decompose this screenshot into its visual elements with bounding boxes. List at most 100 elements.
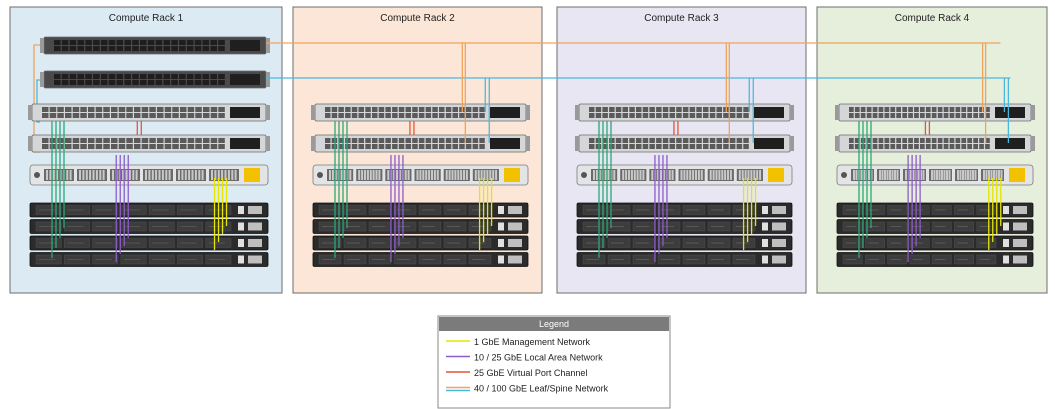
- leaf-switch-2-port-bottom: [465, 144, 472, 149]
- fabric-extender-port: [974, 170, 977, 180]
- legend-title: Legend: [539, 319, 569, 329]
- leaf-switch-1-ear-right: [790, 105, 794, 120]
- leaf-switch-1-port-top: [729, 107, 736, 112]
- leaf-switch-1-port-top: [445, 107, 452, 112]
- server-2-rear-panel: [248, 222, 262, 231]
- leaf-switch-1-ear-left: [835, 105, 839, 120]
- leaf-switch-2-port-top: [187, 138, 195, 143]
- leaf-switch-2-port-top: [210, 138, 218, 143]
- fabric-extender-port: [683, 170, 686, 180]
- fabric-extender-port: [692, 170, 695, 180]
- fabric-extender-port: [465, 170, 468, 180]
- leaf-switch-2-port-top: [602, 138, 608, 143]
- spine-switch-1-port-top: [186, 40, 194, 45]
- leaf-switch-2-port-top: [345, 138, 351, 143]
- legend-box: [437, 315, 671, 409]
- leaf-switch-1-port-top: [134, 107, 141, 112]
- fabric-extender: [29, 164, 269, 186]
- leaf-switch-2-port-top: [589, 138, 595, 143]
- spine-switch-2-ear-right: [266, 72, 270, 87]
- leaf-switch-2-port-top: [405, 138, 411, 143]
- fabric-extender-port: [234, 170, 237, 180]
- leaf-switch-1-port-bottom: [615, 113, 622, 118]
- leaf-switch-2-port-bottom: [210, 144, 218, 149]
- leaf-switch-1-port-bottom: [896, 113, 901, 118]
- leaf-switch-2-port-bottom: [920, 144, 925, 149]
- leaf-switch-2-port-top: [949, 138, 955, 143]
- fabric-extender-led: [34, 172, 40, 178]
- leaf-switch-2-port-bottom: [854, 144, 860, 149]
- spine-switch-2-port-bottom: [54, 80, 61, 85]
- leaf-switch-1-port-top: [210, 107, 218, 112]
- spine-switch-1-port-bottom: [77, 46, 85, 51]
- leaf-switch-2-uplink-block: [754, 138, 784, 149]
- fabric-extender-port: [457, 170, 460, 180]
- spine-switch-1-port-top: [155, 40, 163, 45]
- leaf-switch-1-port-top: [452, 107, 458, 112]
- fabric-extender-port: [651, 170, 654, 180]
- leaf-switch-1-port-top: [203, 107, 210, 112]
- leaf-switch-1-port-bottom: [743, 113, 749, 118]
- fabric-extender-port: [759, 170, 762, 180]
- leaf-switch-1-port-top: [195, 107, 202, 112]
- fabric-extender-port: [495, 170, 498, 180]
- spine-switch-1-port-bottom: [155, 46, 163, 51]
- server-1-rear-panel: [1013, 206, 1027, 214]
- spine-switch-2-port-top: [155, 74, 163, 79]
- leaf-switch-1-port-bottom: [920, 113, 925, 118]
- leaf-switch-1-port-top: [914, 107, 919, 112]
- leaf-switch-1-port-top: [615, 107, 622, 112]
- leaf-switch-1-port-top: [973, 107, 978, 112]
- leaf-switch-1-port-bottom: [589, 113, 595, 118]
- spine-switch-1-port-bottom: [124, 46, 131, 51]
- leaf-switch-2-port-bottom: [589, 144, 595, 149]
- leaf-switch-1-port-bottom: [345, 113, 351, 118]
- leaf-switch-1-port-top: [736, 107, 743, 112]
- leaf-switch-1-port-bottom: [872, 113, 878, 118]
- leaf-switch-1-port-bottom: [979, 113, 984, 118]
- fabric-extender-port: [194, 170, 197, 180]
- leaf-switch-2-port-bottom: [378, 144, 385, 149]
- fabric-extender-port: [884, 170, 886, 180]
- leaf-switch-1-port-top: [172, 107, 179, 112]
- spine-switch-2-port-bottom: [132, 80, 139, 85]
- fabric-extender-port: [905, 170, 907, 180]
- leaf-switch-1-port-top: [412, 107, 418, 112]
- leaf-switch-2-port-bottom: [187, 144, 195, 149]
- leaf-switch-1-port-top: [979, 107, 984, 112]
- leaf-switch-1-port-top: [896, 107, 901, 112]
- spine-switch-1-port-top: [93, 40, 100, 45]
- leaf-switch-1-port-bottom: [723, 113, 729, 118]
- leaf-switch-2-port-top: [908, 138, 913, 143]
- leaf-switch-2-port-top: [164, 138, 172, 143]
- fabric-extender-port: [211, 170, 213, 180]
- leaf-switch-1-port-bottom: [398, 113, 405, 118]
- leaf-switch-1-port-bottom: [662, 113, 669, 118]
- leaf-switch-1-port-bottom: [95, 113, 103, 118]
- spine-switch-2-port-bottom: [210, 80, 217, 85]
- leaf-switch-2-port-top: [365, 138, 371, 143]
- leaf-switch-2-ear-left: [575, 136, 579, 151]
- server-1-rear-panel: [772, 206, 786, 214]
- server-4-rear-panel: [772, 255, 786, 264]
- fabric-extender-port: [750, 170, 753, 180]
- leaf-switch-1-port-bottom: [629, 113, 635, 118]
- leaf-switch-1-port-top: [141, 107, 149, 112]
- fabric-extender-port: [886, 170, 889, 180]
- server-3-status-led: [238, 239, 244, 247]
- server-1-status-led: [498, 206, 504, 214]
- leaf-switch-1-port-top: [425, 107, 432, 112]
- leaf-switch-2-port-bottom: [418, 144, 425, 149]
- spine-switch-2-port-top: [218, 74, 225, 79]
- spine-switch-2-ear-left: [40, 72, 44, 87]
- leaf-switch-2-port-top: [662, 138, 669, 143]
- spine-switch-1-port-bottom: [85, 46, 92, 51]
- fabric-extender-port: [52, 170, 55, 180]
- spine-switch-1-port-top: [218, 40, 225, 45]
- fabric-extender-port: [896, 170, 899, 180]
- leaf-switch-1-port-top: [57, 107, 64, 112]
- leaf-switch-1-port-top: [418, 107, 425, 112]
- spine-switch-2-port-top: [179, 74, 186, 79]
- fabric-extender-port: [718, 170, 721, 180]
- leaf-switch-1-port-top: [890, 107, 896, 112]
